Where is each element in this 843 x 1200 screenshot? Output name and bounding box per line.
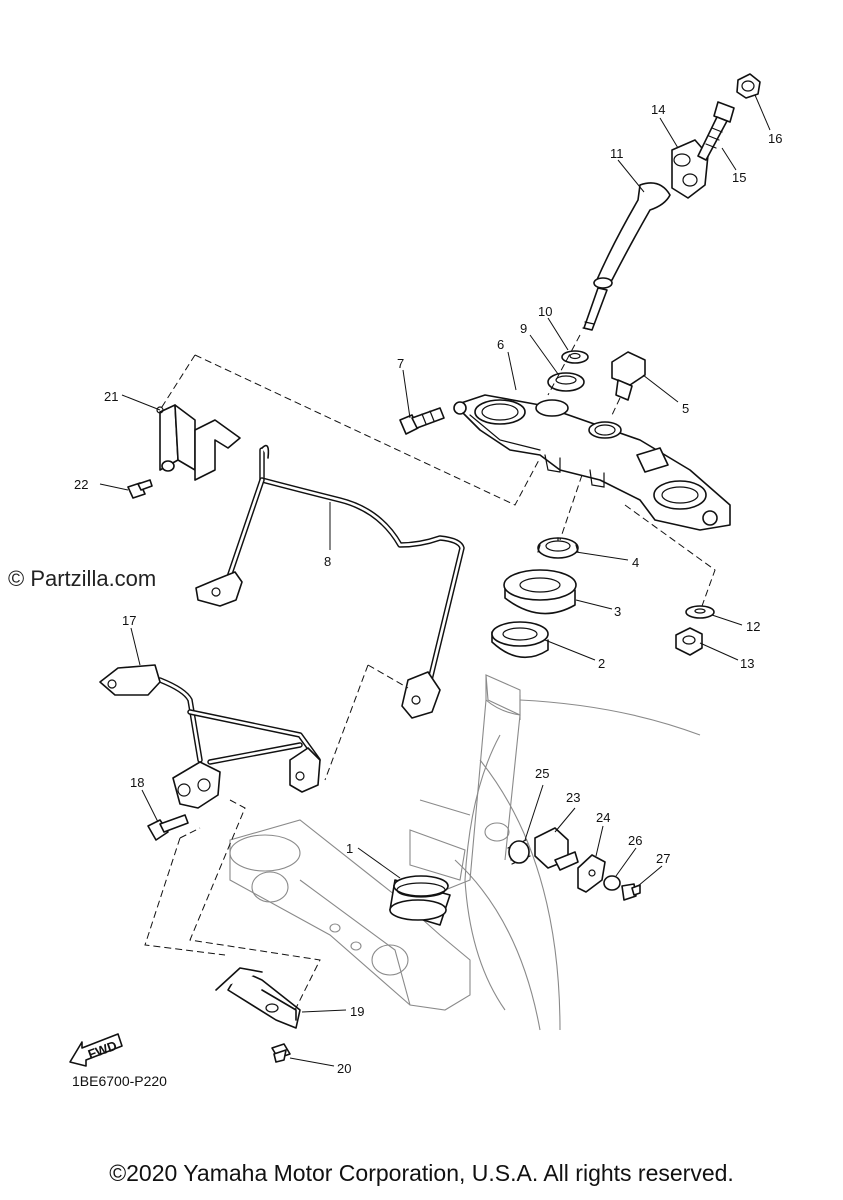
stem-bolt [611,351,646,401]
ball-bearing [491,621,549,659]
washer-10 [561,350,589,364]
callout-11: 11 [610,146,624,161]
cable-guide-17 [99,664,321,809]
cable-guide [195,444,465,719]
callout-1: 1 [346,841,353,856]
callout-27: 27 [656,851,670,866]
holder-nut [736,73,761,99]
callout-10: 10 [538,304,552,319]
callout-8: 8 [324,554,331,569]
upper-bracket [453,394,731,531]
callout-16: 16 [768,131,782,146]
washer-12 [685,605,715,619]
callout-17: 17 [122,613,136,628]
handle-bar [582,182,671,331]
callout-12: 12 [746,619,760,634]
watermark: © Partzilla.com [8,566,157,591]
callout-25: 25 [535,766,549,781]
callout-14: 14 [651,102,665,117]
nut-13 [675,627,703,656]
holder-bolt [697,101,735,161]
callout-22: 22 [74,477,88,492]
washer-9 [547,372,585,392]
callout-13: 13 [740,656,754,671]
plate-24 [577,854,606,893]
callout-18: 18 [130,775,144,790]
callout-labels: 1 2 3 4 5 6 7 8 9 10 11 12 13 14 15 16 1… [74,102,782,1076]
copyright-notice: ©2020 Yamaha Motor Corporation, U.S.A. A… [109,1160,734,1186]
callout-23: 23 [566,790,580,805]
callout-26: 26 [628,833,642,848]
alignment-lines [144,334,716,1011]
guide-19 [215,967,301,1029]
callout-5: 5 [682,401,689,416]
drawing-code: 1BE6700-P220 [72,1073,167,1089]
callout-15: 15 [732,170,746,185]
callout-24: 24 [596,810,610,825]
bolt-18 [147,814,189,841]
bolt-20 [271,1043,291,1063]
callout-3: 3 [614,604,621,619]
callout-21: 21 [104,389,118,404]
lock-23 [534,827,579,871]
callout-4: 4 [632,555,639,570]
bearing-race [503,569,577,615]
spring-25 [507,839,531,865]
callout-7: 7 [397,356,404,371]
ring-nut [537,537,579,559]
steering-stem [389,875,451,926]
callout-2: 2 [598,656,605,671]
fwd-label: FWD [86,1038,119,1062]
washer-26 [603,875,621,891]
callout-9: 9 [520,321,527,336]
callout-6: 6 [497,337,504,352]
leader-lines [99,94,771,1067]
bracket-bolt [399,407,445,435]
bracket-21 [156,404,241,481]
frame-ghost-outline [229,674,701,1031]
screw-27 [621,883,641,901]
callout-20: 20 [337,1061,351,1076]
callout-19: 19 [350,1004,364,1019]
screw-22 [127,479,153,499]
fwd-arrow: FWD [69,1033,123,1067]
